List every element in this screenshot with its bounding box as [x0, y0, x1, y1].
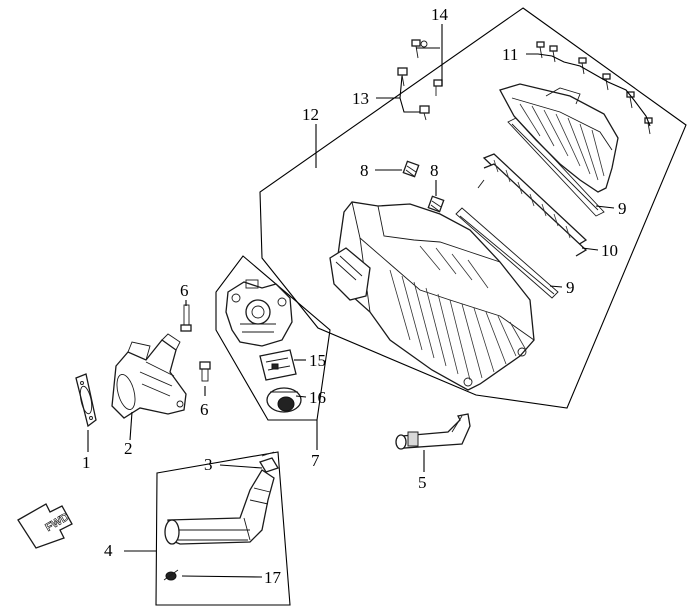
- clip-part-8-right: [427, 195, 445, 213]
- filter-element-part-10: [477, 153, 588, 257]
- callout-13: 13: [352, 89, 369, 108]
- callout-3: 3: [204, 455, 213, 474]
- callout-7: 7: [311, 451, 320, 470]
- group-outline-7: [215, 255, 331, 421]
- breather-hose-part-5: [395, 413, 471, 450]
- bolt-part-6-upper: [180, 304, 192, 332]
- clamp-part-3: [259, 451, 279, 473]
- screws-part-11: [536, 41, 653, 135]
- group-outline-12: [259, 7, 687, 409]
- callout-4: 4: [104, 541, 113, 560]
- clip-part-8-left: [402, 160, 420, 178]
- callout-16: 16: [309, 388, 326, 407]
- callout-15: 15: [309, 351, 326, 370]
- intake-manifold-part-2: [111, 333, 187, 419]
- screw-part-13-upper: [397, 67, 408, 87]
- callout-1: 1: [82, 453, 91, 472]
- callout-8-left: 8: [360, 161, 369, 180]
- callout-5: 5: [418, 473, 427, 492]
- callout-6-lower: 6: [200, 400, 209, 419]
- air-box-ribs: [389, 245, 527, 381]
- group-outline-4: [155, 451, 291, 606]
- filter-pleats: [493, 159, 571, 239]
- callout-6-upper: 6: [180, 281, 189, 300]
- callout-9-upper: 9: [618, 199, 627, 218]
- sensor-part-16: [266, 387, 302, 413]
- throttle-body-part-7: [225, 279, 293, 347]
- screw-part-14-upper: [411, 39, 428, 59]
- callout-9-lower: 9: [566, 278, 575, 297]
- gasket-part-9-lower: [455, 207, 559, 299]
- clamp-part-17: [163, 569, 179, 581]
- bolt-part-6-lower: [199, 361, 211, 382]
- gasket-part-1: [75, 373, 97, 428]
- callout-17: 17: [264, 568, 282, 587]
- callout-10: 10: [601, 241, 618, 260]
- sensor-part-15: [259, 349, 297, 381]
- leader-lines: [87, 24, 651, 578]
- callout-numbers: 1 2 3 4 5 6 6 7 8 8 9 9 10 11 12 13 14 1…: [82, 5, 627, 587]
- screw-part-14-lower: [433, 79, 443, 96]
- callout-14: 14: [431, 5, 449, 24]
- air-box-housing-part-12: [329, 201, 535, 391]
- hose-part-4: [164, 469, 275, 545]
- fwd-arrow-icon: FWD: [17, 503, 73, 549]
- screw-part-13-lower: [419, 105, 430, 121]
- gasket-part-9-upper: [507, 117, 605, 217]
- callout-2: 2: [124, 439, 133, 458]
- callout-8-right: 8: [430, 161, 439, 180]
- callout-12: 12: [302, 105, 319, 124]
- callout-11: 11: [502, 45, 518, 64]
